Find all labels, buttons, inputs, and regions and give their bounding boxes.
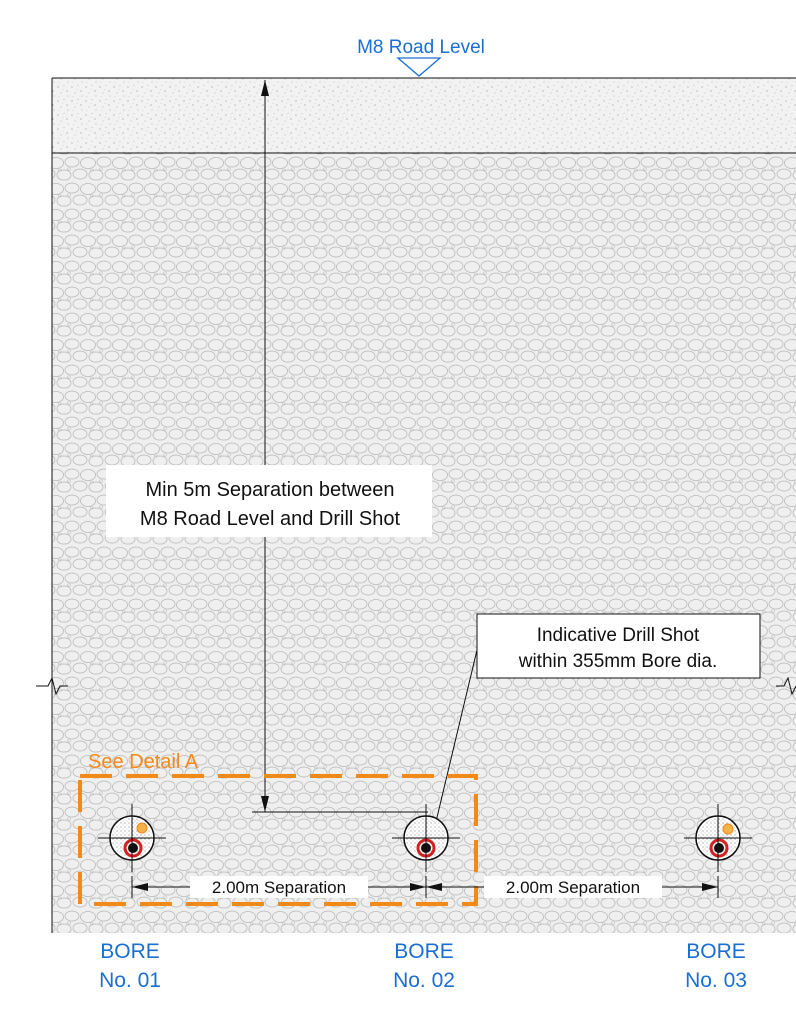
separation-note-box bbox=[106, 465, 432, 537]
bore-02-symbol bbox=[392, 804, 460, 872]
bore-03-label-line1: BORE bbox=[686, 940, 746, 963]
spacing-arrowhead-03 bbox=[702, 883, 718, 891]
spacing-label-bg-2 bbox=[484, 876, 662, 898]
road-level-triangle-icon bbox=[396, 57, 442, 77]
detail-a-boundary bbox=[78, 774, 478, 906]
break-mark-right bbox=[776, 676, 796, 696]
rock-fill-layer bbox=[52, 153, 796, 933]
spacing-label-bg-1 bbox=[190, 876, 368, 898]
drill-shot-note-box bbox=[476, 613, 761, 679]
spacing-arrowhead-02b bbox=[426, 883, 442, 891]
bore-01-label-line1: BORE bbox=[100, 940, 160, 963]
bore-03-symbol bbox=[684, 804, 752, 872]
bore-01-symbol bbox=[98, 804, 166, 872]
bore-02-label-line2: No. 02 bbox=[393, 969, 455, 992]
separation-note-line2: M8 Road Level and Drill Shot bbox=[140, 508, 401, 530]
dimension-arrowhead-top bbox=[261, 80, 269, 96]
dimension-arrowhead-bottom bbox=[261, 796, 269, 812]
bore-03-label-line2: No. 03 bbox=[685, 969, 747, 992]
drill-shot-note-line1: Indicative Drill Shot bbox=[537, 625, 700, 646]
spacing-arrowhead-02a bbox=[410, 883, 426, 891]
road-level-label: M8 Road Level bbox=[357, 37, 485, 58]
separation-note-line1: Min 5m Separation between bbox=[145, 479, 394, 501]
spacing-label-2: 2.00m Separation bbox=[506, 878, 640, 897]
detail-callout-label: See Detail A bbox=[88, 751, 199, 773]
bore-02-label-line1: BORE bbox=[394, 940, 454, 963]
drill-shot-leader-line bbox=[433, 649, 478, 831]
break-mark-left bbox=[36, 676, 68, 696]
bore-01-label-line2: No. 01 bbox=[99, 969, 161, 992]
spacing-label-1: 2.00m Separation bbox=[212, 878, 346, 897]
road-surfacing-layer bbox=[52, 78, 796, 153]
spacing-arrowhead-01 bbox=[132, 883, 148, 891]
drill-shot-note-line2: within 355mm Bore dia. bbox=[518, 651, 718, 672]
